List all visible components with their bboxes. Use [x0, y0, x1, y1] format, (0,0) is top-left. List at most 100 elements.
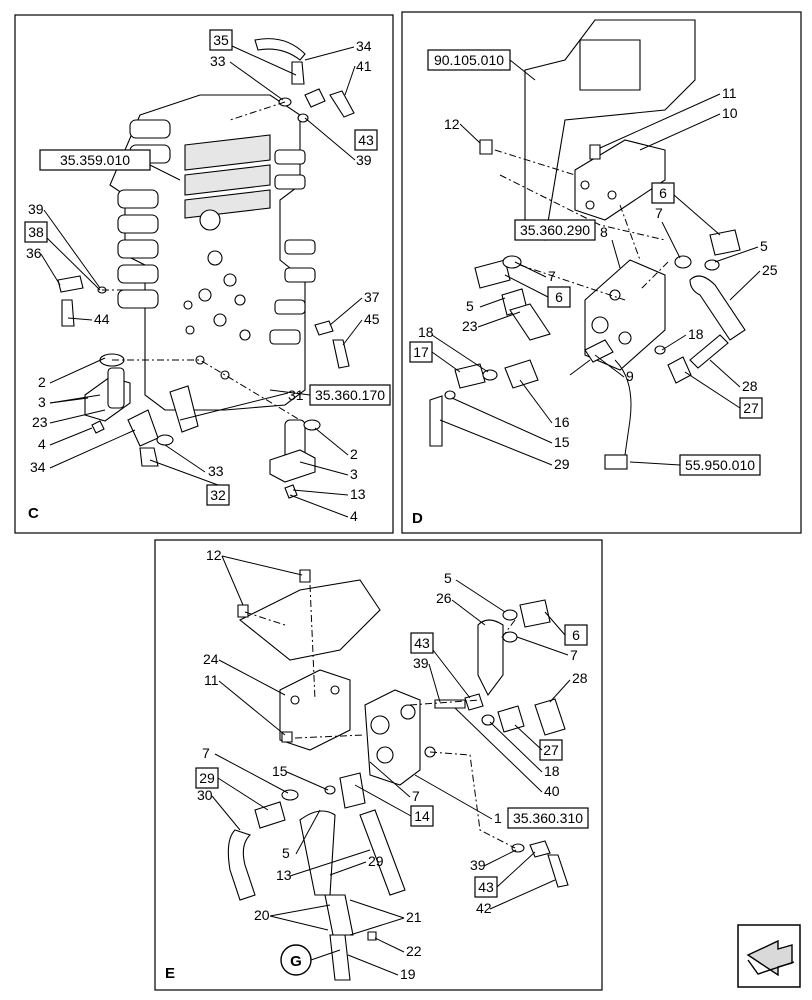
elbow-fitting-d — [474, 259, 511, 289]
label-e-1: 1 — [494, 810, 502, 826]
panel-c: C — [14, 14, 394, 534]
label-e-13: 13 — [276, 867, 292, 883]
boxed-32: 32 — [206, 484, 230, 506]
label-c-34b: 34 — [30, 459, 46, 475]
label-d-10: 10 — [722, 105, 738, 121]
panel-d: D — [401, 11, 802, 534]
label-d-5a: 5 — [760, 238, 768, 254]
label-d-29: 29 — [554, 456, 570, 472]
hose-upper-c — [254, 38, 306, 61]
panel-e-letter: E — [165, 965, 175, 982]
label-c-36: 36 — [26, 245, 42, 261]
boxed-38: 38 — [24, 221, 48, 243]
label-d-28: 28 — [742, 378, 758, 394]
boxed-14: 14 — [410, 805, 434, 827]
valve-block-e — [364, 689, 421, 786]
label-d-25: 25 — [762, 262, 778, 278]
label-d-15: 15 — [554, 434, 570, 450]
label-e-42: 42 — [476, 900, 492, 916]
label-d-8: 8 — [600, 224, 608, 240]
hose-25 — [689, 275, 746, 341]
ref-35-360-170: 35.360.170 — [269, 384, 391, 406]
svg-text:35: 35 — [213, 32, 229, 48]
label-c-39b: 39 — [28, 201, 44, 217]
label-e-5a: 5 — [444, 570, 452, 586]
ref-55-950-010: 55.950.010 — [629, 454, 761, 476]
label-d-9: 9 — [626, 368, 634, 384]
ref-90-105-010: 90.105.010 — [427, 49, 536, 81]
svg-text:27: 27 — [743, 400, 759, 416]
label-c-3a: 3 — [38, 394, 46, 410]
svg-text:29: 29 — [199, 770, 215, 786]
svg-text:6: 6 — [572, 627, 580, 643]
svg-text:17: 17 — [413, 344, 429, 360]
label-d-5b: 5 — [466, 298, 474, 314]
boxed-27-e: 27 — [539, 739, 563, 761]
panel-e: E — [154, 539, 603, 991]
boxed-35: 35 — [209, 29, 233, 51]
label-d-18a: 18 — [418, 324, 434, 340]
label-e-30: 30 — [197, 787, 213, 803]
boxed-29-e: 29 — [195, 767, 219, 789]
label-d-7b: 7 — [548, 268, 556, 284]
label-e-20: 20 — [254, 907, 270, 923]
circled-g: G — [280, 944, 341, 976]
label-e-26: 26 — [436, 590, 452, 606]
label-e-22: 22 — [406, 943, 422, 959]
label-e-11: 11 — [204, 672, 219, 688]
label-c-4a: 4 — [38, 436, 46, 452]
label-d-16: 16 — [554, 414, 570, 430]
label-e-21: 21 — [406, 909, 422, 925]
panel-e-frame — [154, 539, 603, 991]
hose-13 — [299, 810, 336, 896]
svg-text:38: 38 — [28, 224, 44, 240]
label-e-18: 18 — [544, 763, 560, 779]
svg-text:43: 43 — [414, 635, 430, 651]
ref-35-360-290: 35.360.290 — [514, 219, 596, 241]
hose-26 — [477, 619, 504, 697]
label-e-7b: 7 — [202, 745, 210, 761]
label-c-34a: 34 — [356, 38, 372, 54]
boxed-43-e-bottom: 43 — [474, 876, 498, 898]
boxed-17: 17 — [409, 341, 433, 363]
label-c-31: 31 — [288, 387, 304, 403]
boxed-6-e: 6 — [564, 624, 588, 646]
label-c-33b: 33 — [208, 463, 224, 479]
svg-text:55.950.010: 55.950.010 — [685, 457, 755, 473]
label-e-15: 15 — [272, 763, 288, 779]
svg-text:35.360.310: 35.360.310 — [513, 810, 583, 826]
svg-text:G: G — [290, 953, 302, 970]
label-d-7a: 7 — [655, 205, 663, 221]
label-e-5b: 5 — [282, 845, 290, 861]
boxed-43-e-top: 43 — [410, 632, 434, 654]
panel-d-frame — [401, 11, 802, 534]
label-c-37: 37 — [364, 289, 380, 305]
svg-text:35.360.170: 35.360.170 — [315, 387, 385, 403]
panel-c-letter: C — [28, 505, 39, 522]
label-e-39a: 39 — [413, 655, 429, 671]
label-c-23: 23 — [32, 414, 48, 430]
label-e-19: 19 — [400, 966, 416, 982]
label-c-2b: 2 — [350, 446, 358, 462]
svg-text:90.105.010: 90.105.010 — [434, 52, 504, 68]
svg-text:27: 27 — [543, 742, 559, 758]
boxed-27-d: 27 — [739, 397, 763, 419]
label-e-40: 40 — [544, 783, 560, 799]
boxed-6-d-right: 6 — [651, 182, 675, 204]
label-c-3b: 3 — [350, 466, 358, 482]
label-c-2a: 2 — [38, 374, 46, 390]
label-e-39b: 39 — [470, 857, 486, 873]
label-d-11: 11 — [722, 85, 737, 101]
ref-35-360-310: 35.360.310 — [507, 807, 589, 829]
label-c-39a: 39 — [356, 152, 372, 168]
label-e-24: 24 — [203, 651, 219, 667]
bracket-d — [574, 139, 666, 221]
boxed-6-d-left: 6 — [547, 286, 571, 308]
label-e-29: 29 — [368, 853, 384, 869]
next-page-arrow-icon[interactable] — [737, 924, 801, 988]
label-c-44: 44 — [94, 311, 110, 327]
label-c-33a: 33 — [210, 53, 226, 69]
svg-text:35.360.290: 35.360.290 — [520, 222, 590, 238]
hose-29-e — [359, 809, 406, 896]
